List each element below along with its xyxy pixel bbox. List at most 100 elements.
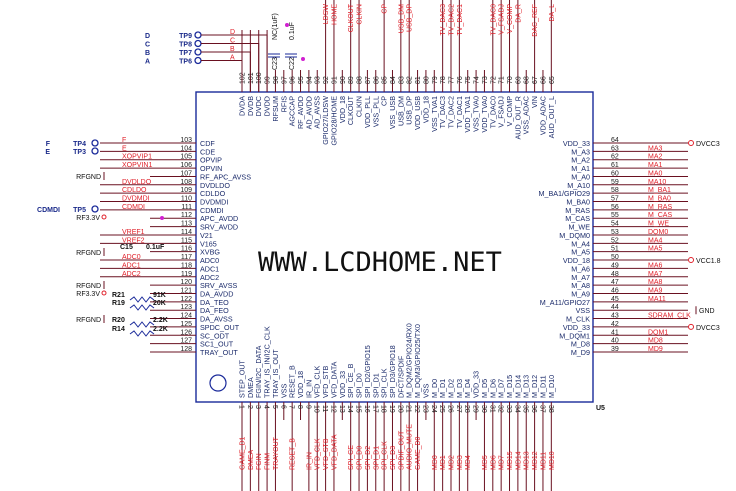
net-label: MA3	[648, 145, 663, 152]
capacitor-ref: C23	[272, 57, 279, 70]
pin-number: 45	[611, 296, 619, 303]
pin-name: CLKIN	[355, 96, 364, 117]
net-wire	[201, 51, 251, 92]
pin-number: 124	[180, 313, 192, 320]
pin-number: 69	[515, 76, 522, 84]
power-port-icon	[688, 323, 694, 330]
pin-number: 66	[540, 76, 547, 84]
pin-number: 61	[611, 162, 619, 169]
pin-name: VSS_TVA1	[430, 96, 439, 132]
pin-number: 16	[363, 405, 370, 413]
pin-name: VDD_33	[338, 371, 347, 398]
test-point-icon	[194, 39, 202, 48]
net-label: SPI_CLK	[382, 441, 389, 470]
net-label: V_COMP	[507, 4, 514, 34]
net-label: MA11	[648, 296, 666, 303]
pin-name: M_A4	[571, 239, 590, 248]
net-label: MD15	[507, 451, 514, 470]
pin-name: M_D12	[530, 375, 539, 398]
test-point-icon	[91, 205, 99, 213]
power-port-icon	[101, 290, 107, 296]
pin-number: 21	[405, 405, 412, 413]
pin-name: VDD_TVA1	[463, 96, 472, 133]
pin-name: DA_AVSS	[200, 315, 233, 324]
pin-number: 62	[611, 154, 619, 161]
net-label: VREF2	[122, 237, 145, 244]
pin-number: 112	[181, 212, 192, 219]
resistor-icon	[129, 330, 155, 337]
net-label: SPI_D0	[357, 446, 364, 470]
pin-number: 117	[181, 254, 192, 261]
pin-name: RF_APC_AVSS	[200, 172, 251, 181]
pin-number: 74	[474, 76, 481, 84]
net-label: M_RAS	[648, 204, 672, 211]
pin-number: 47	[611, 279, 619, 286]
pin-number: 77	[449, 76, 456, 84]
test-point-label: TP4	[73, 141, 86, 148]
pin-number: 2	[246, 405, 253, 409]
pin-name: M_D11	[538, 375, 547, 398]
pin-number: 80	[423, 76, 430, 84]
pin-name: M_D13	[522, 375, 531, 398]
resistor-icon	[129, 304, 155, 311]
net-label: MA9	[648, 287, 663, 294]
pin-number: 89	[348, 76, 355, 84]
pin-number: 30	[480, 405, 487, 413]
pin-number: 116	[181, 246, 192, 253]
resistor-value: 20K	[153, 300, 166, 307]
capacitor-ref: C22	[289, 57, 296, 70]
power-label: VCC1.8	[696, 258, 721, 265]
pin-number: 44	[611, 304, 619, 311]
net-label: M_CAS	[648, 212, 672, 219]
pin-name: VIN	[530, 96, 539, 108]
pin-name: OPVIP	[200, 156, 222, 165]
pin-name: DVDLDO	[200, 181, 230, 190]
pin-number: 35	[522, 405, 529, 413]
pin-name: AD_AVSS	[313, 96, 322, 129]
net-label: MD9	[648, 346, 663, 353]
net-label: ADC1	[122, 262, 141, 269]
test-point-net: D	[145, 33, 150, 40]
net-label: VREF1	[122, 229, 145, 236]
pin-name: APC_AVDD	[200, 214, 238, 223]
junction-dot	[301, 57, 305, 61]
pin-name: VDD_TVA0	[480, 96, 489, 133]
pin-number: 92	[323, 76, 330, 84]
pin-name: DVDA	[238, 96, 247, 116]
pin-name: AGCCAP	[288, 96, 297, 127]
net-label: SPDIF_OUT	[398, 430, 405, 470]
pin-number: 84	[390, 76, 397, 84]
pin-name: M_A11/GPIO27	[540, 298, 590, 307]
net-label: LDSW	[323, 4, 330, 25]
resistor-ref: R20	[112, 317, 125, 324]
pin-name: SPI_CLK	[380, 368, 389, 398]
net-label: MA0	[648, 170, 663, 177]
net-label: CLKIN	[357, 4, 364, 25]
pin-number: 14	[346, 405, 353, 413]
pin-number: 109	[180, 187, 192, 194]
pin-number: 95	[298, 76, 305, 84]
net-label: D	[230, 29, 235, 36]
pin-name: M_D0	[430, 379, 439, 398]
net-label: MA2	[648, 154, 663, 161]
pin-number: 113	[181, 221, 192, 228]
pin-number: 70	[507, 76, 514, 84]
resistor-ref: R21	[112, 292, 125, 299]
pin-number: 7	[288, 405, 295, 409]
pin-number: 56	[611, 204, 619, 211]
test-point-icon	[194, 31, 202, 39]
pin-name: SPI_D2/GPIO15	[363, 345, 372, 398]
net-wire	[201, 60, 243, 92]
net-label: XOPVIN1	[122, 162, 152, 169]
net-label: CLKOUT	[348, 3, 355, 32]
net-label: CDLDO	[122, 187, 147, 194]
test-point-label: TP3	[73, 149, 86, 156]
pin-number: 22	[413, 405, 420, 413]
resistor-value: 2.2K	[153, 317, 168, 324]
pin-number: 110	[181, 196, 192, 203]
test-point-label: TP5	[73, 207, 86, 214]
test-point-net: C	[145, 42, 150, 49]
gnd-label: GND	[699, 308, 715, 315]
chip-designator: U5	[596, 405, 605, 412]
